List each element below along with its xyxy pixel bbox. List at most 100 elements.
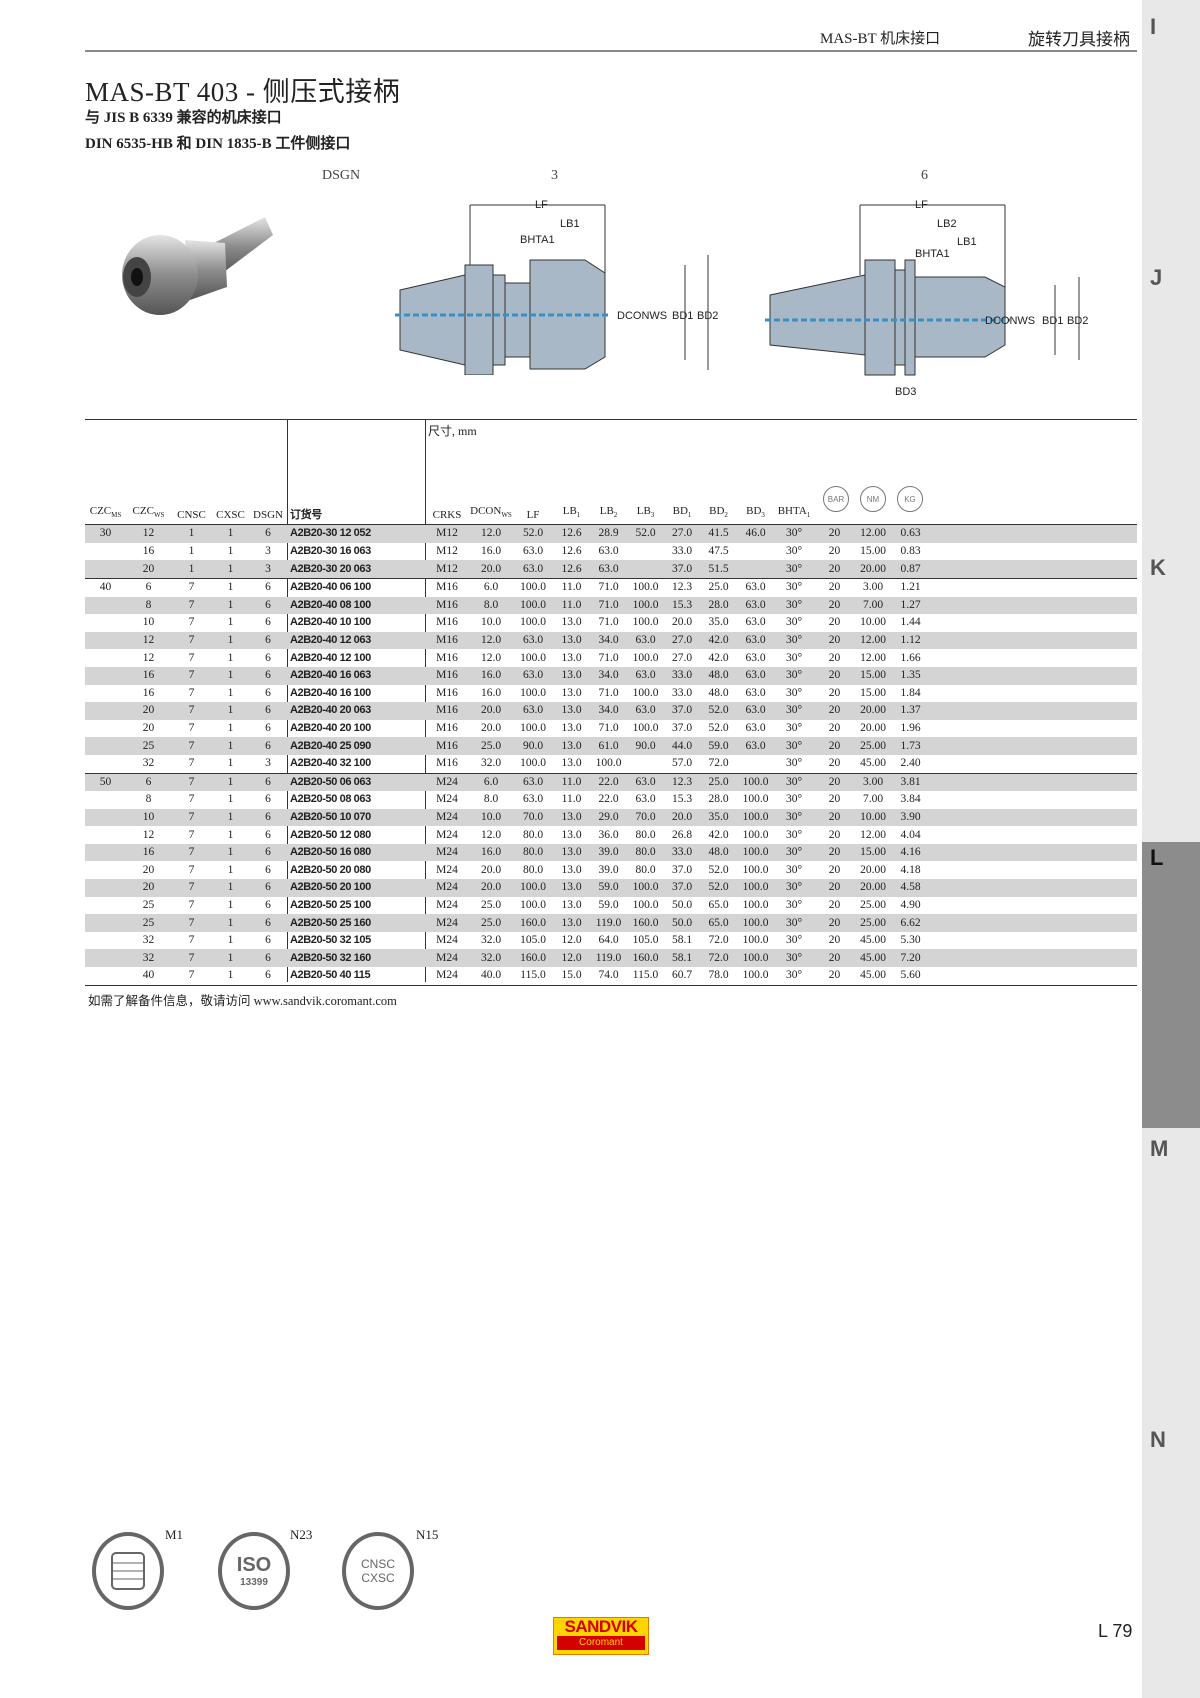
- table-cell: 37.0: [671, 863, 693, 876]
- table-cell: 1.44: [900, 616, 921, 629]
- table-cell: 160.0: [513, 949, 553, 968]
- tab-k[interactable]: K: [1150, 555, 1166, 580]
- table-cell: 12.0: [469, 631, 513, 650]
- table-divider-left: [287, 419, 288, 982]
- table-cell: 22.0: [598, 793, 619, 806]
- table-cell: 26.8: [671, 828, 693, 841]
- table-cell: [85, 897, 126, 915]
- table-cell: M16: [425, 577, 469, 597]
- table-cell: 33.0: [671, 545, 693, 558]
- table-cell: M24: [425, 843, 469, 862]
- tab-n[interactable]: N: [1150, 1427, 1166, 1452]
- table-cell: 59.0: [590, 879, 627, 897]
- table-cell: 10.0: [469, 808, 513, 827]
- table-cell: 115.0: [513, 967, 553, 986]
- table-cell: 70.0: [627, 808, 664, 827]
- table-cell: 1: [212, 879, 249, 897]
- table-cell: 3.00: [855, 772, 891, 792]
- table-cell: 6: [126, 772, 171, 792]
- table-cell: 100.0: [742, 934, 769, 947]
- tab-i[interactable]: I: [1150, 14, 1157, 39]
- table-cell: 6: [249, 702, 287, 720]
- table-cell: 100.0: [627, 596, 664, 615]
- tab-j[interactable]: J: [1150, 265, 1163, 290]
- table-cell: 20: [828, 898, 841, 911]
- table-cell: 35.0: [700, 808, 737, 827]
- iso-text: ISO: [236, 1554, 272, 1576]
- tab-l[interactable]: L: [1150, 845, 1164, 870]
- tab-m[interactable]: M: [1150, 1136, 1169, 1161]
- table-cell: 52.0: [627, 524, 664, 543]
- table-cell: 100.0: [513, 879, 553, 897]
- table-cell: 45.00: [860, 934, 886, 947]
- table-cell: 25.0: [700, 577, 737, 597]
- table-cell: 30°: [774, 702, 814, 720]
- column-header-label: BD: [672, 505, 688, 517]
- table-cell: 33.0: [671, 686, 693, 699]
- table-cell: 45.00: [855, 949, 891, 968]
- table-cell: 7: [171, 772, 212, 792]
- table-cell: 1: [188, 545, 195, 558]
- table-cell: 1: [227, 828, 234, 841]
- table-cell: [85, 614, 126, 632]
- table-cell: 7: [171, 879, 212, 897]
- order-code-cell: A2B20-40 06 100: [287, 577, 425, 597]
- table-cell: 4.04: [900, 828, 921, 841]
- table-cell: 15.00: [855, 843, 891, 862]
- table-cell: 32.0: [480, 934, 502, 947]
- lb1-label: LB1: [560, 218, 580, 230]
- table-cell: 4.90: [900, 898, 921, 911]
- column-header-subscript: 1: [576, 511, 581, 520]
- table-cell: M16: [436, 651, 458, 664]
- table-cell: 30°: [785, 934, 803, 947]
- table-cell: 20: [828, 793, 841, 806]
- table-cell: 63.0: [522, 545, 544, 558]
- table-cell: 20: [126, 702, 171, 720]
- table-cell: 34.0: [590, 702, 627, 720]
- table-cell: 20.00: [855, 879, 891, 897]
- table-cell: 48.0: [700, 666, 737, 685]
- table-cell: 7.20: [891, 949, 930, 968]
- table-cell: 25.00: [860, 898, 886, 911]
- table-cell: M12: [436, 545, 458, 558]
- table-cell: 33.0: [664, 666, 700, 685]
- table-cell: 13.0: [553, 737, 590, 755]
- table-cell: 20: [814, 596, 855, 615]
- table-cell: 65.0: [708, 898, 729, 911]
- order-code-cell: A2B20-50 12 080: [290, 828, 371, 841]
- table-cell: 63.0: [745, 722, 766, 735]
- table-cell: 1: [212, 967, 249, 986]
- table-cell: 30°: [785, 545, 803, 558]
- column-header-label: LB: [599, 505, 614, 517]
- table-cell: 1.66: [900, 651, 921, 664]
- table-divider-right: [425, 419, 426, 982]
- table-cell: 115.0: [627, 967, 664, 986]
- table-cell: 100.0: [595, 757, 622, 770]
- table-cell: 30°: [774, 843, 814, 862]
- table-cell: 13.0: [561, 686, 582, 699]
- table-cell: 63.0: [627, 631, 664, 650]
- table-cell: 7: [188, 828, 195, 841]
- table-cell: 6: [249, 949, 287, 968]
- table-cell: 1: [212, 702, 249, 720]
- column-header-label: CXSC: [216, 509, 245, 522]
- order-code-cell: A2B20-50 06 063: [287, 772, 425, 792]
- table-cell: 105.0: [520, 934, 546, 947]
- bhta1-label-6: BHTA1: [915, 248, 950, 260]
- table-cell: 6: [126, 577, 171, 597]
- table-cell: 80.0: [522, 863, 544, 876]
- table-cell: 63.0: [737, 737, 774, 755]
- order-code-cell: A2B20-50 25 100: [290, 898, 371, 911]
- table-cell: 7: [171, 666, 212, 685]
- table-cell: 12.0: [561, 934, 582, 947]
- order-code-cell: A2B20-40 20 063: [287, 702, 425, 720]
- table-cell: 30°: [774, 524, 814, 543]
- column-header-subscript: MS: [111, 511, 122, 520]
- table-cell: 6: [249, 596, 287, 615]
- table-cell: 63.0: [737, 666, 774, 685]
- table-cell: 100.0: [520, 757, 546, 770]
- column-header-label: DCON: [470, 505, 502, 517]
